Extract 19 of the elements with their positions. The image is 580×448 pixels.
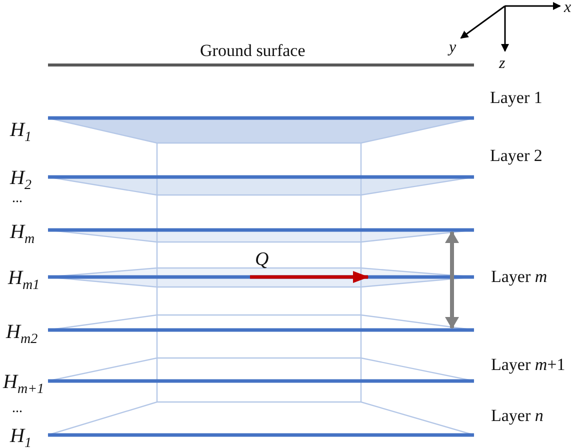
text-label: y <box>449 40 456 56</box>
text-label: Layer m+1 <box>491 356 566 373</box>
text-label: Layer m <box>491 268 548 285</box>
text-label: x <box>564 0 572 16</box>
text-label: Ground surface <box>200 42 306 59</box>
text-label: Layer n <box>491 407 544 424</box>
text-label: H$_{2}$ <box>10 168 32 193</box>
text-label: H$_{m2}$ <box>6 322 38 347</box>
text-label: H$_{m1}$ <box>8 268 40 293</box>
text-label: Layer 1 <box>490 89 542 106</box>
text-label: H$_{m+1}$ <box>3 372 44 397</box>
text-label: H$_{1}$ <box>10 426 32 448</box>
text-label: ... <box>12 192 22 206</box>
text-label: Layer 2 <box>490 147 542 164</box>
text-label: ... <box>12 402 22 416</box>
text-label: z <box>499 56 506 72</box>
text-label: H$_{m}$ <box>10 222 35 247</box>
text-label: Q <box>255 250 269 269</box>
text-label: H$_{1}$ <box>10 120 32 145</box>
